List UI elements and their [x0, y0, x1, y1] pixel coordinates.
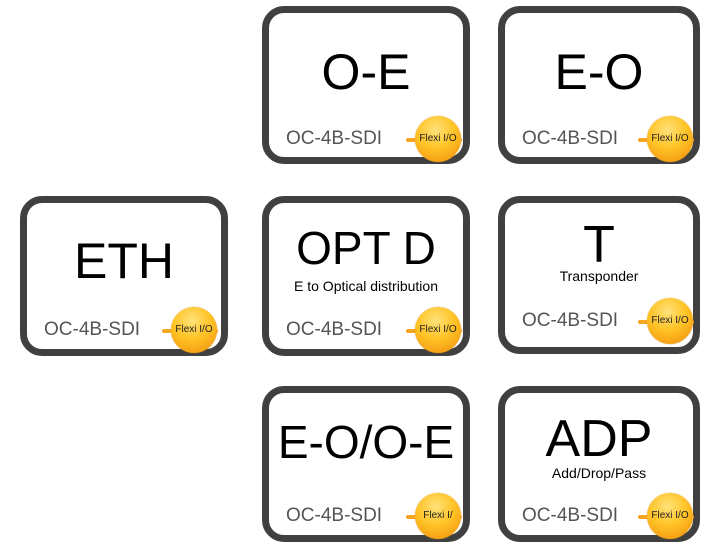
card-model: OC-4B-SDI [286, 319, 383, 340]
card-subtitle: Transponder [559, 268, 639, 284]
flexi-io-label: Flexi I/O [419, 133, 457, 144]
card-model: OC-4B-SDI [44, 319, 141, 340]
flexi-io-badge: Flexi I/O [638, 116, 694, 162]
card-title: OPT D [296, 222, 436, 274]
flexi-io-icon [171, 307, 217, 353]
flexi-io-label: Flexi I/O [175, 324, 213, 335]
card-title: E-O/O-E [277, 416, 455, 468]
flexi-io-badge: Flexi I/O [638, 493, 694, 539]
flexi-io-icon [415, 116, 461, 162]
card-title: T [583, 216, 615, 274]
flexi-io-icon [415, 307, 461, 353]
flexi-io-icon [415, 493, 461, 539]
flexi-io-label: Flexi I/O [651, 510, 689, 521]
card-model: OC-4B-SDI [522, 505, 619, 526]
card-title: E-O [554, 44, 644, 100]
flexi-io-label: Flexi I/ [423, 510, 453, 521]
flexi-io-badge: Flexi I/O [162, 307, 218, 353]
flexi-io-label: Flexi I/O [419, 324, 457, 335]
flexi-io-icon [647, 116, 693, 162]
flexi-io-label: Flexi I/O [651, 315, 689, 326]
card-model: OC-4B-SDI [522, 128, 619, 149]
flexi-io-label: Flexi I/O [651, 133, 689, 144]
flexi-io-badge: Flexi I/ [406, 493, 462, 539]
card-model: OC-4B-SDI [286, 505, 383, 526]
flexi-io-badge: Flexi I/O [638, 298, 694, 344]
card-oe: O-E OC-4B-SDI Flexi I/O [262, 6, 470, 164]
card-eo: E-O OC-4B-SDI Flexi I/O [498, 6, 700, 164]
card-model: OC-4B-SDI [522, 310, 619, 331]
card-subtitle: E to Optical distribution [294, 278, 438, 294]
flexi-io-icon [647, 493, 693, 539]
card-adp: ADP Add/Drop/Pass OC-4B-SDI Flexi I/O [498, 386, 700, 542]
card-title: ADP [545, 410, 653, 468]
card-model: OC-4B-SDI [286, 128, 383, 149]
card-opt-d: OPT D E to Optical distribution OC-4B-SD… [262, 196, 470, 356]
card-title: ETH [74, 233, 174, 289]
flexi-io-icon [647, 298, 693, 344]
flexi-io-badge: Flexi I/O [406, 307, 462, 353]
card-subtitle: Add/Drop/Pass [551, 465, 647, 481]
card-title: O-E [321, 44, 411, 100]
card-t: T Transponder OC-4B-SDI Flexi I/O [498, 196, 700, 354]
card-eth: ETH OC-4B-SDI Flexi I/O [20, 196, 228, 356]
card-eo-oe: E-O/O-E OC-4B-SDI Flexi I/ [262, 386, 470, 542]
flexi-io-badge: Flexi I/O [406, 116, 462, 162]
